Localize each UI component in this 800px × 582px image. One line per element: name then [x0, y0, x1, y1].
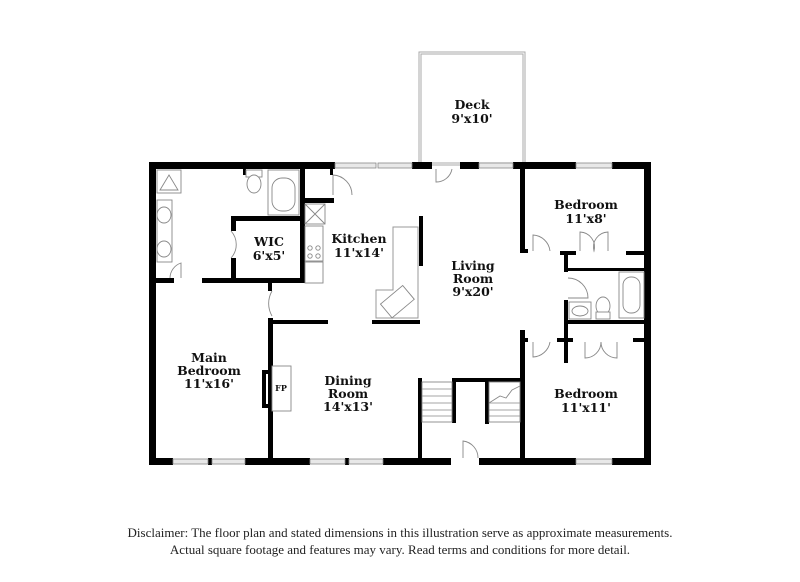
main-bedroom-name-2: Bedroom — [177, 363, 241, 378]
main-bedroom-dims: 11'x16' — [184, 376, 234, 391]
kitchen-dims: 11'x14' — [334, 245, 384, 260]
deck-name: Deck — [454, 97, 489, 112]
wic-name: WIC — [253, 234, 284, 249]
fixtures — [156, 169, 645, 423]
bedroom-bottom-name: Bedroom — [554, 386, 618, 401]
dining-room-name-1: Dining — [324, 373, 372, 388]
living-room-name-2: Room — [453, 271, 493, 286]
disclaimer: Disclaimer: The floor plan and stated di… — [0, 524, 800, 558]
doors — [169, 168, 618, 459]
exterior-walls — [149, 162, 651, 465]
living-room-name-1: Living — [451, 258, 495, 273]
interior-walls — [149, 169, 651, 465]
wic-dims: 6'x5' — [253, 248, 286, 263]
dining-room-dims: 14'x13' — [323, 399, 373, 414]
windows — [172, 162, 613, 465]
room-labels: Deck 9'x10' Kitchen 11'x14' WIC 6'x5' Li… — [177, 97, 618, 415]
deck-dims: 9'x10' — [451, 111, 492, 126]
living-room-dims: 9'x20' — [452, 284, 493, 299]
bedroom-top-name: Bedroom — [554, 197, 618, 212]
bedroom-bottom-dims: 11'x11' — [561, 400, 611, 415]
bedroom-top-dims: 11'x8' — [565, 211, 606, 226]
disclaimer-line-2: Actual square footage and features may v… — [169, 542, 631, 557]
kitchen-name: Kitchen — [331, 231, 386, 246]
fireplace-label: FP — [275, 383, 287, 393]
main-bedroom-name-1: Main — [191, 350, 227, 365]
disclaimer-line-1: Disclaimer: The floor plan and stated di… — [127, 525, 673, 540]
dining-room-name-2: Room — [328, 386, 368, 401]
